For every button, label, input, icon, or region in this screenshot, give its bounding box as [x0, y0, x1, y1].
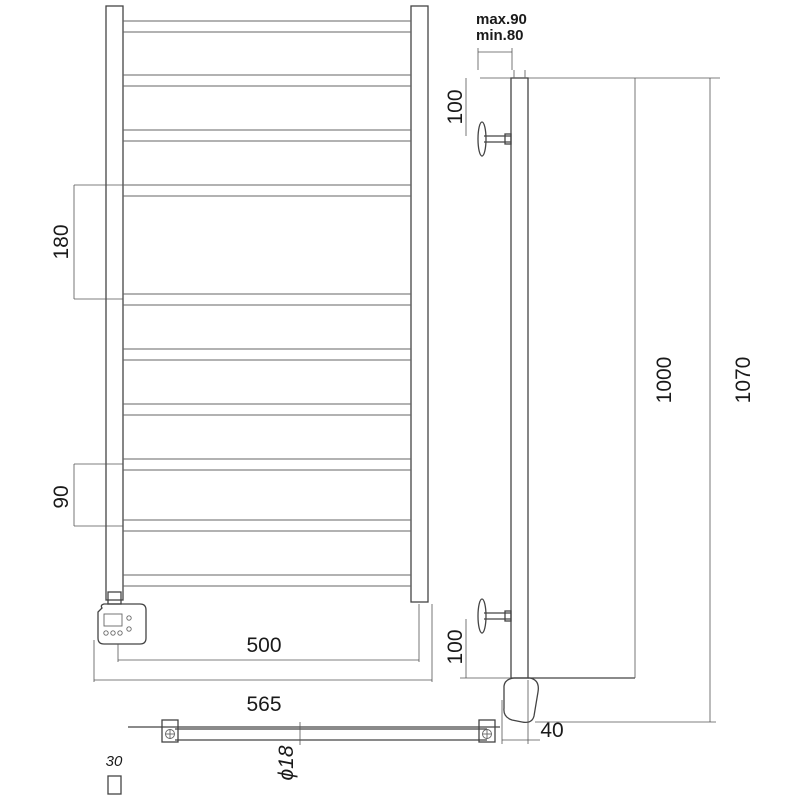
dim-1070: 1070 — [535, 78, 755, 723]
dim-180: 180 — [50, 184, 123, 300]
crossbar — [123, 293, 411, 306]
dim-1000-label: 1000 — [653, 357, 676, 404]
dim-1070-label: 1070 — [732, 357, 755, 404]
tube-diameter-label: ϕ18 — [275, 745, 298, 780]
crossbar — [123, 458, 411, 471]
button-icon — [110, 630, 116, 636]
wall-bracket-bottom — [477, 598, 512, 634]
crossbars — [123, 20, 411, 587]
crossbar — [123, 74, 411, 87]
side-view: max.90 min.80 100 100 1000 1070 — [444, 11, 755, 744]
button-icon — [117, 630, 123, 636]
button-icon — [126, 615, 132, 621]
crossbar — [123, 20, 411, 33]
crossbar — [123, 519, 411, 532]
thermostat-controller — [97, 591, 147, 645]
wall-bracket-top — [477, 121, 512, 157]
dim-90: 90 — [50, 463, 123, 527]
right-rail — [410, 5, 429, 603]
offset-min-label: min.80 — [476, 27, 524, 44]
dim-1000: 1000 — [653, 357, 676, 404]
dim-90-label: 90 — [50, 485, 73, 508]
offset-max-label: max.90 — [476, 11, 527, 28]
dim-500-label: 500 — [246, 634, 281, 657]
dim-40: 40 — [501, 680, 564, 744]
button-icon — [126, 626, 132, 632]
bracket-left — [161, 719, 179, 743]
crossbar — [123, 184, 411, 197]
profile-size-label: 30 — [106, 753, 123, 770]
front-view: 180 90 500 565 — [50, 5, 433, 716]
crossbar — [123, 574, 411, 587]
dim-100-bottom-label: 100 — [444, 629, 467, 664]
crossbar — [123, 348, 411, 361]
bracket-right — [478, 719, 496, 743]
dim-500: 500 — [117, 604, 420, 662]
crossbar — [123, 403, 411, 416]
button-icon — [103, 630, 109, 636]
dim-100-bottom: 100 — [444, 619, 511, 679]
dim-40-label: 40 — [540, 719, 563, 742]
dim-565-label: 565 — [246, 693, 281, 716]
profile-section — [107, 775, 122, 795]
plan-view: ϕ18 30 — [106, 719, 500, 795]
crossbar — [123, 129, 411, 142]
display-screen — [103, 613, 123, 627]
dim-offset: max.90 min.80 — [476, 11, 527, 70]
left-rail — [105, 5, 124, 601]
heating-element-cap — [503, 677, 539, 724]
side-rail — [510, 77, 529, 679]
dim-565: 565 — [93, 604, 433, 716]
dim-100-top: 100 — [444, 78, 467, 136]
dim-100-top-label: 100 — [444, 89, 467, 124]
dim-180-label: 180 — [50, 224, 73, 259]
